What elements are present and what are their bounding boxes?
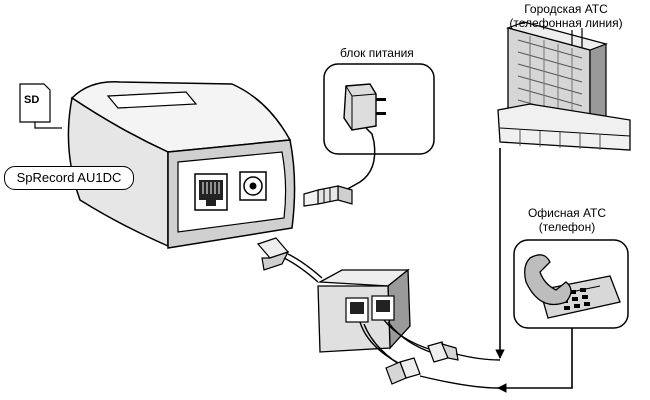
rj11-plug-icon (256, 237, 323, 283)
telephone-icon (524, 254, 621, 319)
building-icon (497, 21, 631, 151)
city-pbx-label-line1: Городская АТС (524, 2, 608, 16)
office-phone-box (513, 239, 629, 329)
city-pbx-label-line2: (телефонная линия) (509, 16, 623, 30)
office-pbx-label-line2: (телефон) (538, 220, 596, 234)
recorder-device (67, 81, 296, 249)
office-pbx-label: Офисная АТС (телефон) (512, 206, 622, 234)
dc-jack-icon (239, 171, 267, 201)
dc-plug-icon (303, 185, 353, 207)
city-pbx-label: Городская АТС (телефонная линия) (504, 2, 628, 30)
power-adapter-icon (343, 83, 386, 143)
device-name-label: SpRecord AU1DC (4, 166, 134, 190)
rj11-plug-icon (385, 357, 421, 385)
rj11-plug-icon (427, 341, 459, 363)
power-supply-label: блок питания (340, 46, 414, 60)
rj11-jack-icon (194, 173, 228, 211)
sd-card-label: SD (24, 94, 40, 106)
sd-card-icon (19, 83, 62, 129)
splitter-icon (317, 268, 411, 353)
power-supply-box (323, 63, 435, 155)
office-pbx-label-line1: Офисная АТС (527, 206, 607, 220)
